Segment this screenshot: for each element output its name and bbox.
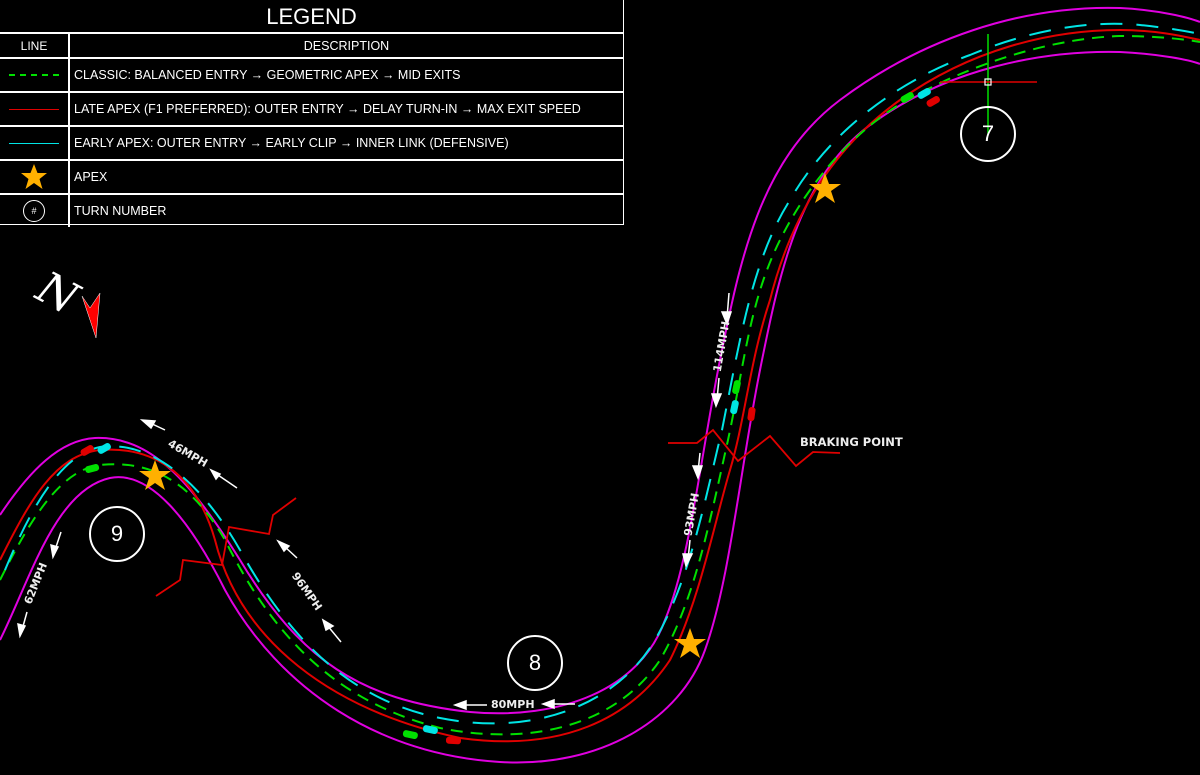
late-apex-line: [0, 28, 1200, 743]
braking-point-label: BRAKING POINT: [800, 435, 903, 449]
north-arrow-icon: [81, 292, 101, 339]
red-solid-line-icon: [9, 108, 59, 110]
legend-col-description: DESCRIPTION: [303, 38, 390, 53]
legend-header-row: LINE DESCRIPTION: [0, 34, 623, 59]
speed-label-80: 80MPH: [491, 698, 535, 711]
turn-marker-9: 9: [89, 506, 145, 562]
car-markers: [80, 87, 940, 745]
star-icon: [674, 628, 706, 658]
turn-marker-7: 7: [960, 106, 1016, 162]
turn-marker-8: 8: [507, 635, 563, 691]
legend-row-classic: CLASSIC: BALANCED ENTRY → GEOMETRIC APEX…: [0, 59, 623, 93]
legend-row-late-apex: LATE APEX (F1 PREFERRED): OUTER ENTRY → …: [0, 93, 623, 127]
turn-number-icon: #: [23, 200, 45, 222]
star-icon: [21, 164, 47, 189]
legend-title: LEGEND: [0, 0, 623, 34]
legend-label: CLASSIC: BALANCED ENTRY → GEOMETRIC APEX…: [74, 68, 461, 82]
green-dashed-line-icon: [9, 74, 59, 76]
track-inner-edge: [0, 50, 1200, 764]
star-icon: [139, 460, 171, 490]
cyan-solid-line-icon: [9, 142, 59, 144]
braking-point-line-t8: [668, 428, 841, 468]
legend-row-apex: APEX: [0, 161, 623, 195]
legend-label: LATE APEX (F1 PREFERRED): OUTER ENTRY → …: [74, 102, 581, 116]
legend-table: LEGEND LINE DESCRIPTION CLASSIC: BALANCE…: [0, 0, 624, 227]
apex-stars: [139, 173, 841, 658]
legend-label: TURN NUMBER: [74, 204, 167, 218]
legend-label: APEX: [74, 170, 108, 184]
braking-point-line-t9: [155, 497, 297, 597]
legend-label: EARLY APEX: OUTER ENTRY → EARLY CLIP → I…: [74, 136, 509, 150]
speed-arrows: [17, 292, 733, 711]
early-apex-line: [4, 22, 1200, 725]
legend-col-line: LINE: [0, 34, 70, 57]
legend-row-turn-number: # TURN NUMBER: [0, 195, 623, 227]
legend-row-early-apex: EARLY APEX: OUTER ENTRY → EARLY CLIP → I…: [0, 127, 623, 161]
star-icon: [809, 173, 841, 203]
